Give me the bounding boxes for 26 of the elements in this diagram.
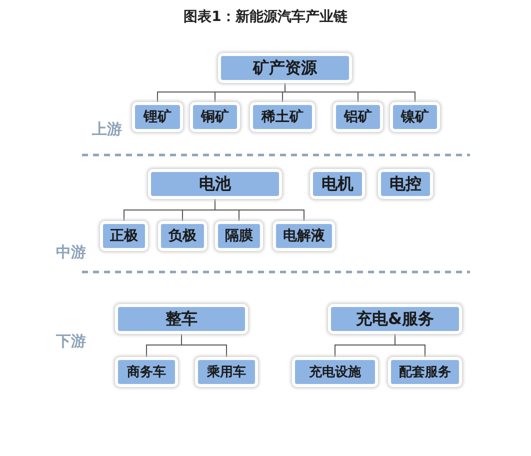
category-box: 电控 (378, 169, 433, 199)
category-box: 铜矿 (190, 102, 240, 132)
category-box: 隔膜 (215, 221, 263, 251)
category-box: 电池 (148, 169, 282, 199)
category-box: 配套服务 (388, 357, 462, 387)
connector-line (181, 334, 227, 358)
stage-label: 中游 (56, 243, 86, 262)
category-box: 电机 (310, 169, 365, 199)
stage-label: 下游 (56, 332, 86, 351)
category-box: 电解液 (273, 221, 335, 251)
category-box: 充电&服务 (328, 304, 462, 334)
category-box: 镍矿 (390, 102, 440, 132)
connector-line (214, 198, 304, 222)
stage-label: 上游 (92, 120, 122, 139)
connector-line (394, 334, 426, 358)
category-box: 稀土矿 (250, 102, 315, 132)
category-box: 负极 (158, 221, 207, 251)
category-box: 整车 (115, 304, 248, 334)
category-box: 充电设施 (292, 357, 378, 387)
category-box: 锂矿 (132, 102, 183, 132)
category-box: 正极 (100, 221, 148, 251)
category-box: 商务车 (115, 357, 178, 387)
category-box: 铝矿 (333, 102, 383, 132)
title: 图表1：新能源汽车产业链 (182, 8, 348, 26)
category-box: 矿产资源 (218, 53, 352, 83)
category-box: 乘用车 (195, 357, 258, 387)
